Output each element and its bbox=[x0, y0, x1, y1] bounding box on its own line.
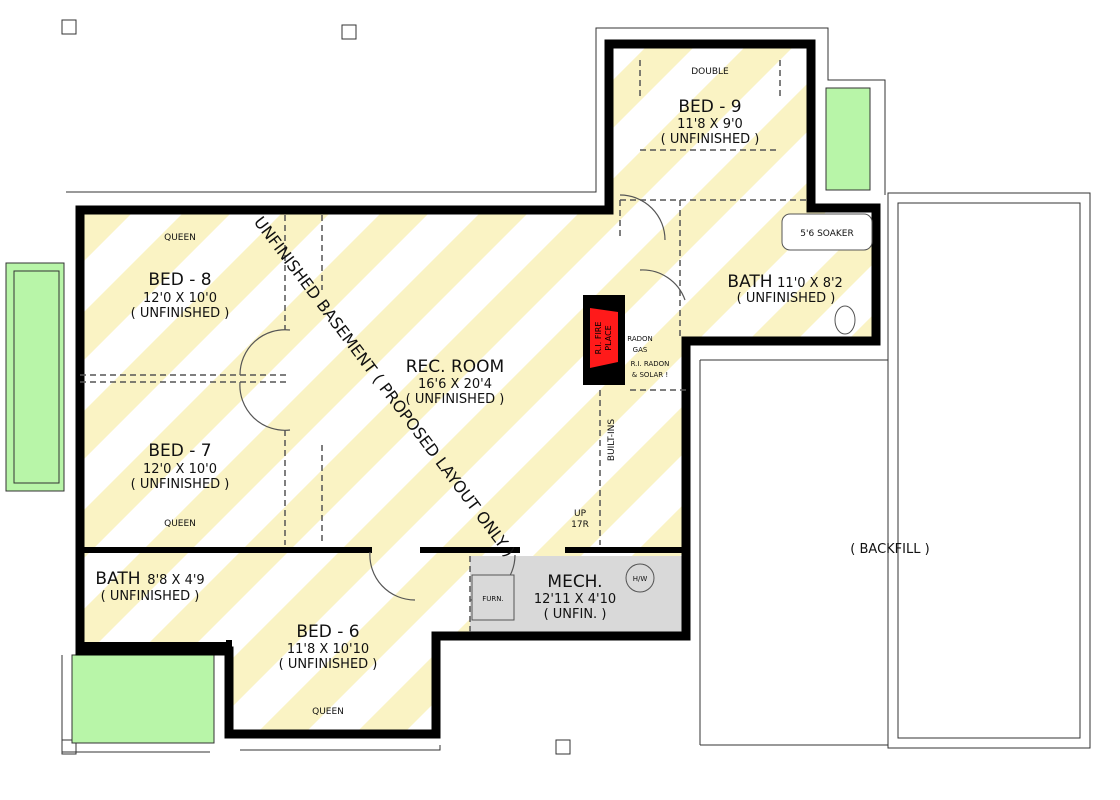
water-heater-label: H/W bbox=[633, 575, 648, 583]
room-name: BED - 9 bbox=[678, 97, 741, 117]
room-name: BATH bbox=[727, 272, 772, 292]
solar-note: R.I. RADON bbox=[631, 360, 670, 368]
backfill-label: ( BACKFILL ) bbox=[850, 542, 929, 557]
room-status: ( UNFINISHED ) bbox=[279, 657, 378, 672]
room-rec: REC. ROOM 16'6 X 20'4 ( UNFINISHED ) bbox=[406, 357, 505, 407]
partition-lines bbox=[80, 60, 810, 636]
window-well-bottom bbox=[71, 654, 215, 744]
room-name: REC. ROOM bbox=[406, 357, 504, 377]
room-size: 12'11 X 4'10 bbox=[534, 592, 616, 607]
builtins-label: BUILT-INS bbox=[607, 419, 617, 461]
room-status: ( UNFINISHED ) bbox=[737, 291, 836, 306]
room-size: 11'8 X 9'0 bbox=[677, 117, 743, 132]
room-name: BED - 6 bbox=[296, 622, 359, 642]
room-size: 8'8 X 4'9 bbox=[147, 573, 204, 588]
window-well-top-right bbox=[825, 87, 871, 191]
room-bed9: DOUBLE BED - 9 11'8 X 9'0 ( UNFINISHED ) bbox=[661, 67, 760, 147]
room-size: 16'6 X 20'4 bbox=[418, 377, 492, 392]
radon-note: RADON bbox=[627, 335, 653, 343]
stairs-risers: 17R bbox=[571, 520, 589, 530]
room-size: 12'0 X 10'0 bbox=[143, 291, 217, 306]
toilet-icon bbox=[834, 305, 856, 335]
room-bed8: QUEEN BED - 8 12'0 X 10'0 ( UNFINISHED ) bbox=[131, 233, 230, 321]
fireplace-label-1: R.I. FIRE bbox=[594, 322, 603, 355]
soaker-tub bbox=[781, 213, 873, 251]
fireplace-label-2: PLACE bbox=[604, 325, 613, 350]
bed-type: QUEEN bbox=[312, 707, 344, 717]
solar-note-2: & SOLAR ! bbox=[632, 371, 668, 379]
room-status: ( UNFIN. ) bbox=[544, 607, 607, 622]
site-outline bbox=[61, 19, 1091, 755]
water-heater bbox=[625, 563, 655, 593]
backfill-area bbox=[887, 192, 1091, 749]
room-bed6: BED - 6 11'8 X 10'10 ( UNFINISHED ) QUEE… bbox=[279, 622, 378, 717]
room-name: BED - 7 bbox=[148, 441, 211, 461]
room-status: ( UNFINISHED ) bbox=[131, 477, 230, 492]
room-status: ( UNFINISHED ) bbox=[101, 589, 200, 604]
bed-type: DOUBLE bbox=[691, 67, 729, 77]
bed-type: QUEEN bbox=[164, 519, 196, 529]
furnace-label: FURN. bbox=[482, 595, 503, 603]
stairs-label: UP bbox=[574, 509, 587, 519]
room-status: ( UNFINISHED ) bbox=[661, 132, 760, 147]
room-name: BATH bbox=[95, 569, 140, 589]
room-bath-upper: 5'6 SOAKER BATH 11'0 X 8'2 ( UNFINISHED … bbox=[727, 229, 853, 306]
room-bed7: BED - 7 12'0 X 10'0 ( UNFINISHED ) QUEEN bbox=[131, 441, 230, 529]
interior-walls bbox=[78, 547, 690, 736]
notes: RADON GAS R.I. RADON & SOLAR ! BUILT-INS… bbox=[571, 335, 669, 530]
room-size: 12'0 X 10'0 bbox=[143, 462, 217, 477]
room-status: ( UNFINISHED ) bbox=[131, 306, 230, 321]
furnace bbox=[471, 574, 515, 621]
room-mech: FURN. H/W MECH. 12'11 X 4'10 ( UNFIN. ) bbox=[482, 572, 647, 622]
room-status: ( UNFINISHED ) bbox=[406, 392, 505, 407]
room-size: 11'8 X 10'10 bbox=[287, 642, 369, 657]
room-size: 11'0 X 8'2 bbox=[777, 276, 843, 291]
room-name: MECH. bbox=[547, 572, 602, 592]
radon-note-2: GAS bbox=[633, 346, 648, 354]
room-bath-lower: BATH 8'8 X 4'9 ( UNFINISHED ) bbox=[95, 569, 204, 604]
room-name: BED - 8 bbox=[148, 270, 211, 290]
tub-label: 5'6 SOAKER bbox=[800, 229, 853, 239]
bed-type: QUEEN bbox=[164, 233, 196, 243]
